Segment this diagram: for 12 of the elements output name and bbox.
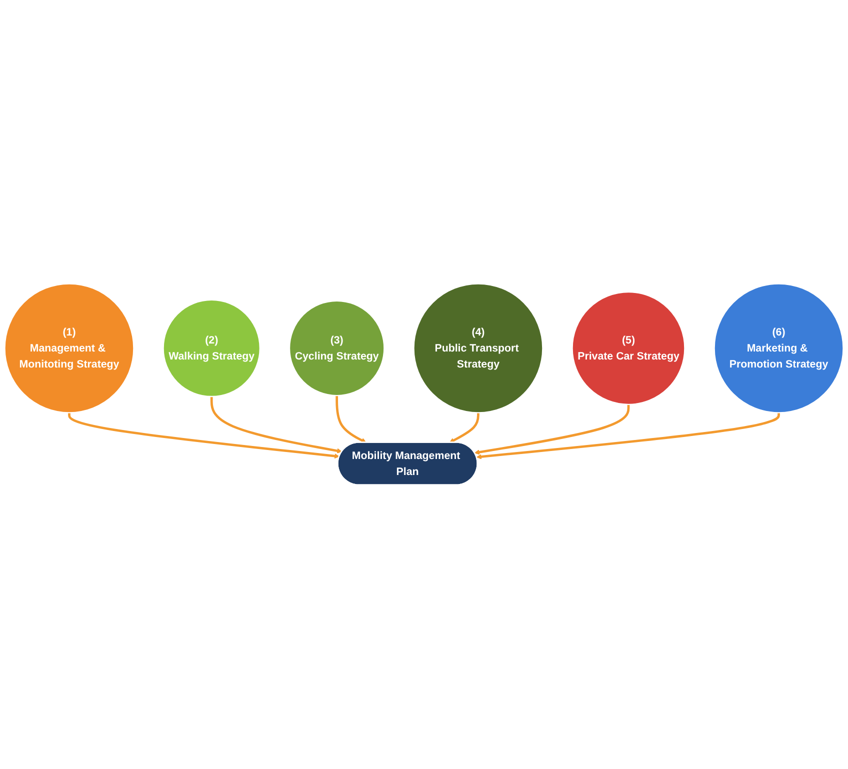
node-circle: (6) Marketing & Promotion Strategy: [714, 283, 844, 414]
arrow: [336, 396, 366, 443]
node-circle: (3) Cycling Strategy: [288, 300, 385, 396]
arrow: [449, 412, 480, 443]
node-circle: (2) Walking Strategy: [162, 300, 261, 398]
node-circle: (5) Private Car Strategy: [572, 292, 686, 406]
node-circle: (4) Public Transport Strategy: [413, 283, 544, 414]
arrow: [210, 396, 342, 454]
arrow: [476, 412, 780, 460]
arrow: [68, 412, 340, 459]
arrow: [474, 404, 630, 455]
node-circle: (1) Management & Monitoting Strategy: [4, 283, 134, 414]
